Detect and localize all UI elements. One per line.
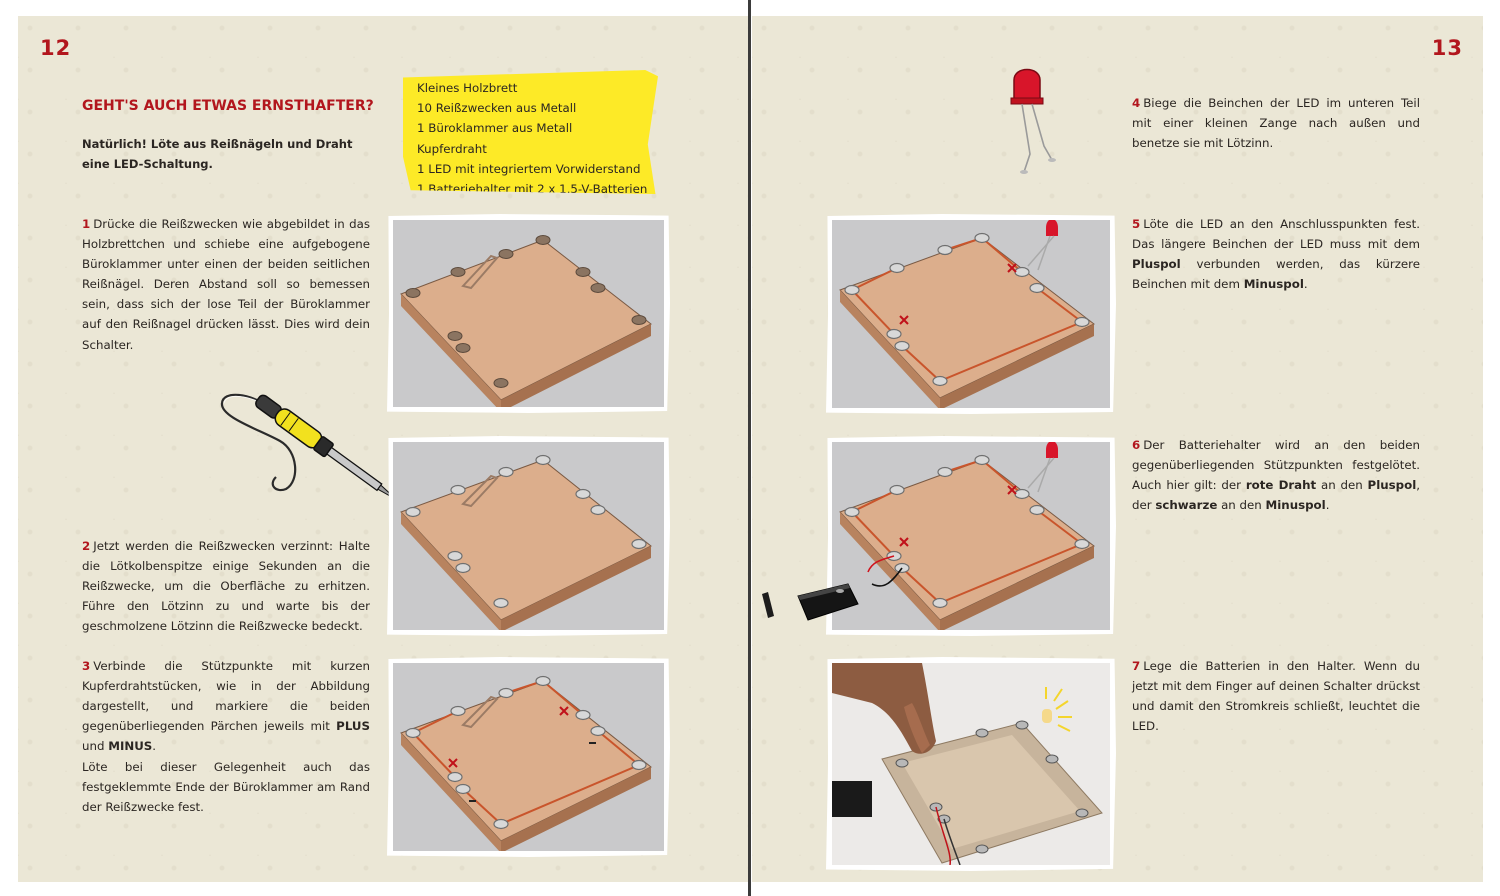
step-text: und — [82, 739, 109, 754]
step-text: an den — [1316, 478, 1368, 493]
soldering-iron-icon — [218, 381, 418, 530]
step-3-note: Löte bei dieser Gelegenheit auch das fes… — [82, 757, 370, 817]
black-wire-label: schwarze — [1155, 498, 1218, 513]
page-number-left: 12 — [40, 36, 72, 60]
step-text: Lege die Batterien in den Halter. Wenn d… — [1132, 659, 1420, 734]
book-gutter — [748, 0, 751, 896]
material-item: 1 LED mit integriertem Vorwiderstand — [417, 161, 641, 176]
board-image-step-3 — [393, 663, 664, 851]
material-item: Kleines Holzbrett — [417, 81, 518, 95]
material-item: 10 Reißzwecken aus Metall — [417, 101, 577, 116]
board-photo-5 — [826, 436, 1116, 636]
board-image-step-2 — [393, 442, 664, 630]
real-photo-step-7 — [826, 657, 1116, 871]
board-photo-1 — [387, 214, 670, 413]
minuspol-label: Minuspol — [1243, 277, 1304, 292]
intro-text: Natürlich! Löte aus Reißnägeln und Draht… — [82, 134, 372, 174]
board-photo-4 — [826, 214, 1116, 414]
intro-line-2: eine LED-Schaltung. — [82, 157, 213, 171]
page-number-right: 13 — [1431, 36, 1463, 60]
step-number: 2 — [82, 539, 91, 553]
red-wire-label: rote Draht — [1245, 478, 1317, 493]
step-number: 7 — [1132, 659, 1141, 673]
step-text: . — [1325, 498, 1330, 513]
intro-line-1: Natürlich! Löte aus Reißnägeln und Draht — [82, 137, 353, 151]
minus-label: MINUS — [108, 739, 153, 754]
pluspol-label: Pluspol — [1367, 478, 1417, 493]
step-text: Verbinde die Stützpunkte mit kurzen Kupf… — [82, 659, 370, 734]
board-photo-2 — [387, 436, 670, 636]
battery-holder-icon — [758, 576, 868, 630]
left-page: 12 GEHT'S AUCH ETWAS ERNSTHAFTER? Natürl… — [18, 16, 748, 882]
material-item: Kupferdraht — [417, 141, 487, 156]
step-text: , der — [1132, 478, 1420, 513]
step-text: Drücke die Reißzwecken wie abgebildet in… — [82, 217, 370, 352]
minuspol-label: Minuspol — [1265, 498, 1326, 513]
step-number: 3 — [82, 659, 91, 673]
step-number: 5 — [1132, 217, 1141, 231]
pluspol-label: Pluspol — [1132, 257, 1181, 272]
step-text: Biege die Beinchen der LED im unteren Te… — [1132, 96, 1420, 151]
material-item: 1 Batteriehalter mit 2 x 1,5-V-Batterien — [417, 182, 648, 197]
step-text: Löte die LED an den Anschlusspunkten fes… — [1132, 217, 1420, 252]
step-text: Der Batteriehalter wird an den beiden ge… — [1132, 438, 1420, 493]
board-image-step-1 — [393, 220, 664, 407]
step-text: verbunden werden, das kürzere Beinchen m… — [1132, 257, 1420, 292]
step-number: 4 — [1132, 96, 1141, 110]
board-photo-3 — [387, 657, 670, 857]
plus-label: PLUS — [336, 719, 370, 734]
step-text: an den — [1217, 498, 1266, 513]
step-number: 1 — [82, 217, 91, 231]
step-text: . — [152, 739, 157, 754]
material-item: 1 Büroklammer aus Metall — [417, 121, 573, 136]
step-text: . — [1303, 277, 1308, 292]
section-heading: GEHT'S AUCH ETWAS ERNSTHAFTER? — [82, 98, 374, 114]
step-number: 6 — [1132, 438, 1141, 452]
led-icon — [1002, 64, 1082, 188]
finished-circuit-photo — [832, 663, 1110, 865]
step-text: Löte bei dieser Gelegenheit auch das fes… — [82, 760, 370, 815]
board-image-step-6 — [832, 442, 1110, 630]
board-image-step-5 — [832, 220, 1110, 408]
materials-list: Kleines Holzbrett 10 Reißzwecken aus Met… — [403, 70, 658, 194]
step-text: Jetzt werden die Reißzwecken verzinnt: H… — [82, 539, 370, 634]
